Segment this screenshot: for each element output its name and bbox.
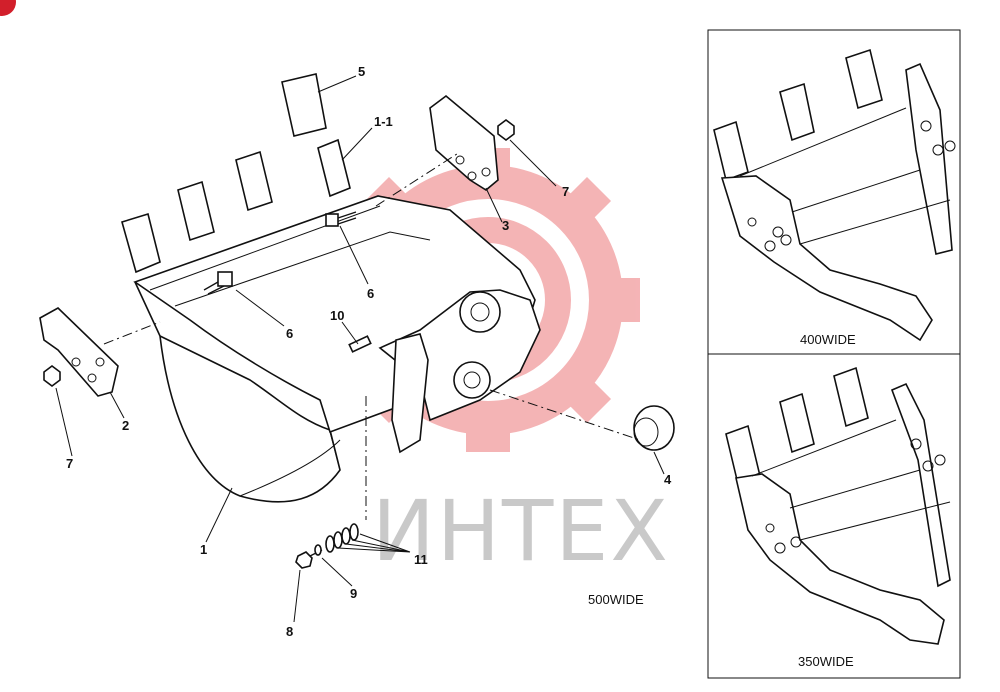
callout-7-right: 7 bbox=[562, 184, 569, 199]
callout-7-left: 7 bbox=[66, 456, 73, 471]
watermark-text: ИНТЕХ bbox=[372, 482, 670, 580]
callout-6-upper: 6 bbox=[367, 286, 374, 301]
side-cutter-left bbox=[39, 307, 119, 397]
inset-350wide: 350WIDE bbox=[725, 366, 951, 669]
callout-10: 10 bbox=[330, 308, 344, 323]
bucket-teeth bbox=[121, 73, 351, 274]
bucket-shell bbox=[134, 281, 341, 503]
side-cutter-right bbox=[429, 94, 499, 191]
callout-11: 11 bbox=[414, 552, 428, 567]
bolt-6-lower-icon bbox=[203, 271, 233, 295]
bucket-assembly: 5 1-1 7 3 6 6 10 2 7 1 4 11 9 8 500WIDE bbox=[39, 64, 675, 639]
nut-7-left-icon bbox=[43, 365, 61, 387]
callout-5: 5 bbox=[358, 64, 365, 79]
spring-pin-10-icon bbox=[348, 335, 372, 353]
callout-4: 4 bbox=[664, 472, 672, 487]
brand-badge bbox=[0, 0, 16, 16]
mounting-bracket bbox=[378, 289, 541, 422]
callout-3: 3 bbox=[502, 218, 509, 233]
washer-9-icon bbox=[314, 544, 322, 556]
pin-4-icon bbox=[633, 405, 675, 451]
callout-9: 9 bbox=[350, 586, 357, 601]
nut-7-right-icon bbox=[497, 119, 515, 141]
callout-2: 2 bbox=[122, 418, 129, 433]
shim-pack-11-icon bbox=[325, 523, 359, 553]
callout-8: 8 bbox=[286, 624, 293, 639]
inset-panel bbox=[707, 29, 961, 679]
inset-400wide: 400WIDE bbox=[713, 48, 956, 347]
callout-6-lower: 6 bbox=[286, 326, 293, 341]
callout-1: 1 bbox=[200, 542, 207, 557]
caption-400wide: 400WIDE bbox=[800, 332, 856, 347]
bolt-6-upper-icon bbox=[325, 211, 357, 227]
callout-1-1: 1-1 bbox=[374, 114, 393, 129]
caption-500wide: 500WIDE bbox=[588, 592, 644, 607]
caption-350wide: 350WIDE bbox=[798, 654, 854, 669]
